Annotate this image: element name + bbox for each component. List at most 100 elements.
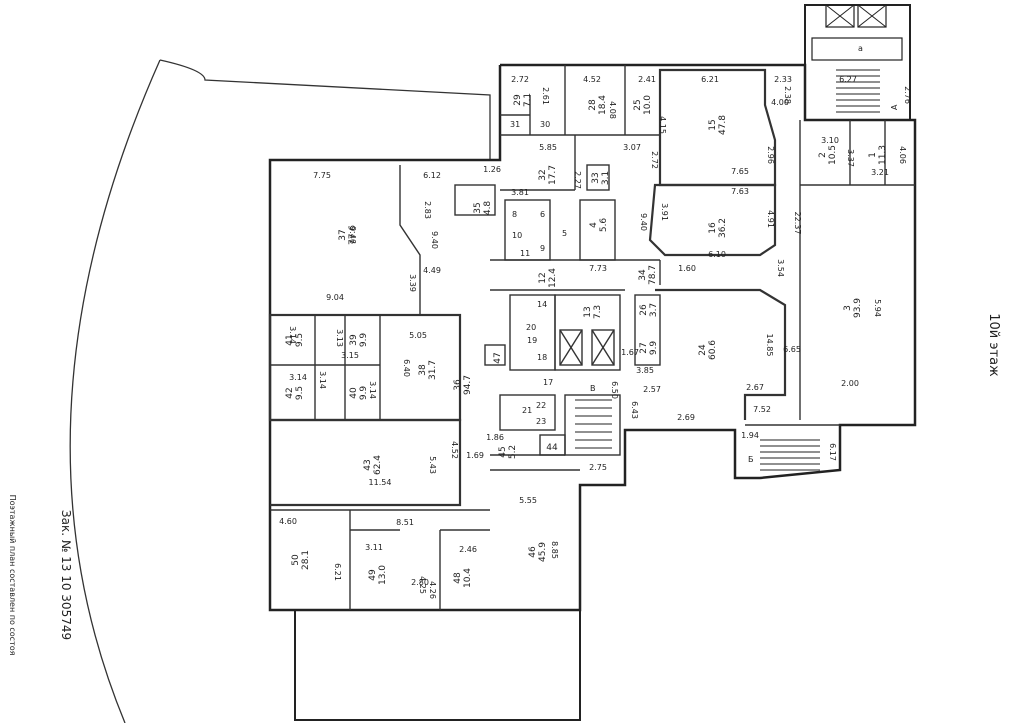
dimension-label: 3.91 [660, 203, 669, 221]
dimension-label: 9.04 [326, 293, 344, 302]
room-area-37: 77.6 [348, 225, 358, 245]
dimension-label: 7.65 [731, 167, 749, 176]
room-number-38: 38 [418, 364, 428, 376]
stair-tower-a [804, 4, 911, 121]
dimension-label: 3.54 [776, 259, 785, 277]
room-area-49: 13.0 [378, 565, 388, 585]
dimension-label: 7.63 [731, 187, 749, 196]
dimension-label: 5.05 [409, 331, 427, 340]
plan-stamp-text: Поэтажный план составлен по состоя [8, 495, 17, 656]
dimension-label: 2.67 [746, 383, 764, 392]
room-area-25: 10.0 [643, 95, 653, 115]
room-number-39: 39 [349, 334, 359, 346]
dimension-label: 2.27 [573, 171, 582, 189]
room-area-12: 12.4 [548, 268, 558, 288]
dimension-label: 4.08 [608, 101, 617, 119]
room-number-19: 19 [527, 336, 537, 345]
dimension-label: 5.85 [539, 143, 557, 152]
room-number-26: 26 [639, 304, 649, 316]
dimension-label: 1.94 [741, 431, 759, 440]
stair-v [575, 399, 612, 449]
room-number-10: 10 [512, 231, 522, 240]
room-number-2: 2 [818, 152, 828, 158]
room-number-20: 20 [526, 323, 536, 332]
room-area-45: 5.2 [508, 445, 518, 459]
dimension-label: 4.06 [898, 146, 907, 164]
dimension-label: 4.52 [450, 441, 459, 459]
dimension-label: 2.96 [766, 146, 775, 164]
room-number-15: 15 [708, 119, 718, 130]
room-number-37: 37 [338, 229, 348, 240]
room-number-25: 25 [633, 99, 643, 110]
room-area-27: 9.9 [649, 341, 659, 356]
dimension-label: 1.69 [466, 451, 484, 460]
dimension-label: 2.72 [650, 151, 659, 169]
stair-label-b: Б [748, 455, 754, 464]
room-number-21: 21 [522, 406, 532, 415]
room-area-50: 28.1 [301, 550, 311, 570]
room-number-18: 18 [537, 353, 547, 362]
dimension-label: 3.10 [821, 136, 839, 145]
room-number-41: 41 [285, 334, 295, 345]
dimension-label: 4.25 [418, 576, 427, 594]
building-walls [268, 63, 917, 721]
terrace-curve [69, 59, 161, 723]
room-area-3: 93.9 [853, 298, 863, 318]
room-area-16: 36.2 [718, 218, 728, 238]
dimension-label: 2.00 [841, 379, 859, 388]
dimension-label: 3.14 [288, 326, 297, 344]
dimension-label: 2.69 [677, 413, 695, 422]
room-area-24: 60.6 [708, 340, 718, 360]
room-number-12: 12 [538, 272, 548, 283]
dimension-label: 3.07 [623, 143, 641, 152]
room-area-13: 7.3 [593, 305, 603, 319]
room-number-9: 9 [540, 244, 545, 253]
dimension-label: 3.14 [318, 371, 327, 389]
room-number-4: 4 [589, 222, 599, 228]
dimension-label: 6.65 [783, 345, 801, 354]
dimension-label: 1.60 [678, 264, 696, 273]
room-area-28: 18.4 [598, 95, 608, 115]
room-number-16: 16 [708, 222, 718, 234]
dimension-label: 3.11 [365, 543, 383, 552]
room-area-34: 78.7 [648, 265, 658, 285]
dimension-label: 3.39 [408, 274, 417, 292]
dimension-label: 3.37 [846, 149, 855, 167]
dimension-label: 7.52 [753, 405, 771, 414]
dimension-label: 6.21 [333, 563, 342, 581]
dimension-label: 5.94 [873, 299, 882, 317]
room-number-1: 1 [868, 152, 878, 158]
dimension-label: 6.17 [828, 443, 837, 461]
room-number-36: 36 [453, 379, 463, 391]
order-number: Зак. № 13 10 305749 [59, 510, 73, 640]
room-area-38: 31.7 [428, 360, 438, 380]
dimension-label: 8.85 [550, 541, 559, 559]
dimension-label: 2.83 [423, 201, 432, 219]
dimension-label: 6.21 [701, 75, 719, 84]
dimension-label: 3.14 [289, 373, 307, 382]
stair-label-a: А [890, 104, 899, 110]
dimension-label: 2.57 [643, 385, 661, 394]
room-number-48: 48 [453, 572, 463, 584]
dimension-label: 4.91 [766, 210, 775, 228]
room-area-4: 5.6 [599, 218, 609, 233]
room-area-26: 3.7 [649, 303, 659, 317]
dimension-label: 5.43 [428, 456, 437, 474]
room-number-31: 31 [510, 120, 520, 129]
dimension-label: 3.21 [871, 168, 889, 177]
dimension-label: 14.85 [765, 334, 774, 357]
dimension-label: 11.54 [369, 478, 392, 487]
dimension-label: 9.40 [430, 231, 439, 249]
dimension-label: 2.76 [903, 86, 912, 104]
room-number-17: 17 [543, 378, 553, 387]
small-room-labels: 30 31 14 17 18 20 19 5 6 8 9 10 11 21 22… [510, 44, 899, 464]
dimension-label: 3.81 [511, 188, 529, 197]
dimension-label: 2.72 [511, 75, 529, 84]
room-number-8: 8 [512, 210, 517, 219]
dimension-label: 1.67 [621, 348, 639, 357]
dimension-label: 3.13 [335, 329, 344, 347]
room-number-42: 42 [285, 387, 295, 398]
